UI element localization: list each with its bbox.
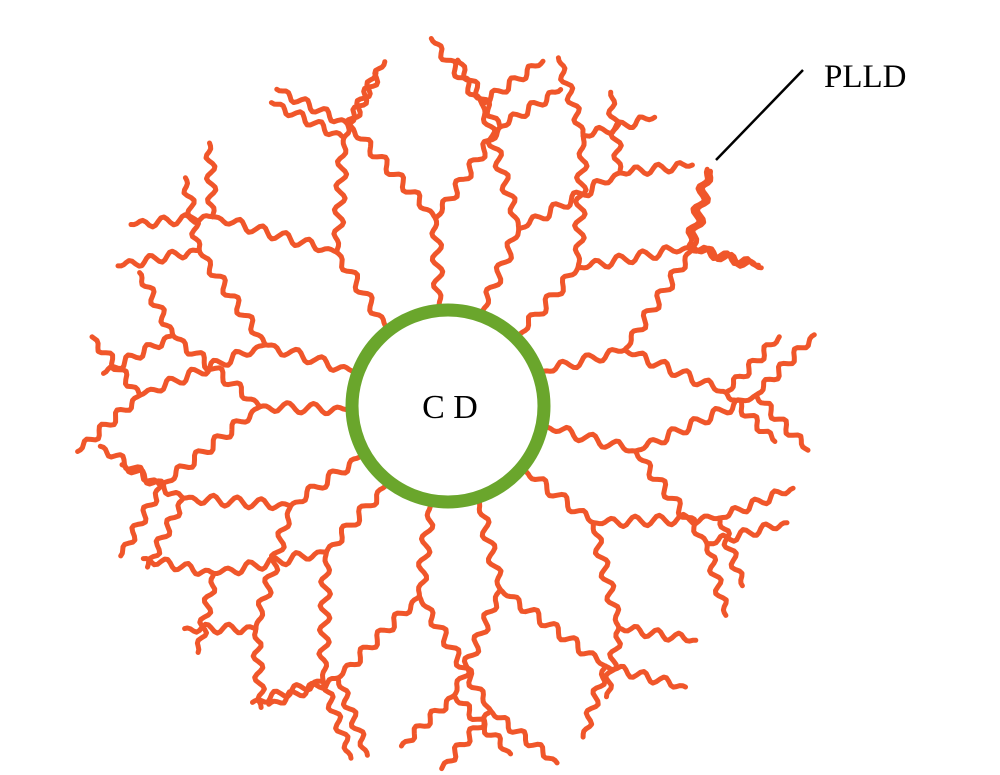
arm-1-tip-4 — [497, 87, 564, 130]
arm-9-tip-4 — [140, 556, 217, 577]
arm-11-branch-2 — [170, 332, 263, 410]
arm-1-stem — [429, 215, 446, 307]
arm-3-branch-2 — [575, 244, 691, 271]
arm-5-branch-1 — [632, 392, 759, 454]
arm-6-tip-3 — [616, 624, 699, 644]
arm-3-tip-1 — [555, 55, 586, 139]
arm-7-branch-2 — [451, 587, 503, 699]
arm-8-stem — [416, 504, 436, 599]
arm-6-tip-4 — [603, 625, 623, 700]
arm-2-branch-1 — [479, 101, 522, 232]
arm-11-stem — [257, 400, 349, 417]
arm-8-tip-1 — [488, 708, 560, 766]
cd-core-ring — [345, 303, 551, 509]
arm-7-tip-4 — [398, 693, 457, 749]
plld-arms-group — [75, 36, 817, 772]
arm-13-tip-2 — [203, 140, 219, 220]
arm-13-tip-4 — [341, 70, 379, 141]
arm-7-stem — [476, 500, 504, 592]
arm-10-branch-2 — [180, 492, 294, 512]
arm-11-tip-2 — [97, 443, 164, 489]
arm-8-branch-1 — [417, 594, 494, 714]
arm-9-tip-2 — [250, 678, 326, 705]
arm-3-stem — [517, 265, 581, 337]
arm-9-stem — [324, 483, 388, 555]
arm-12-branch-1 — [137, 342, 268, 398]
arm-4-tip-3 — [723, 334, 782, 395]
arm-4-branch-2 — [622, 347, 729, 395]
arm-1-tip-1 — [274, 86, 352, 128]
arm-6-branch-2 — [590, 520, 622, 631]
arm-5-tip-4 — [704, 541, 729, 618]
arm-7-branch-1 — [497, 587, 608, 669]
arm-4-tip-2 — [690, 245, 764, 271]
arm-2-tip-2 — [479, 58, 546, 107]
arm-4-branch-1 — [622, 245, 696, 353]
arm-8-tip-3 — [335, 675, 370, 758]
arm-10-tip-2 — [182, 621, 259, 636]
arm-11-tip-1 — [118, 483, 164, 559]
arm-5-tip-3 — [704, 520, 790, 547]
arm-9-tip-1 — [320, 678, 354, 761]
arm-2-tip-1 — [428, 36, 485, 107]
arm-12-branch-2 — [196, 248, 268, 348]
arm-6-stem — [523, 469, 596, 526]
arm-13-tip-3 — [268, 100, 347, 141]
arm-11-tip-4 — [137, 270, 176, 338]
arm-13-tip-1 — [128, 212, 216, 230]
arm-10-tip-4 — [119, 462, 186, 501]
arm-13-stem — [334, 249, 388, 329]
arm-9-tip-3 — [194, 571, 218, 655]
arm-1-branch-1 — [346, 122, 438, 221]
arm-2-stem — [480, 226, 522, 313]
arm-8-branch-2 — [335, 594, 422, 681]
arm-8-tip-2 — [439, 708, 494, 772]
arm-12-tip-3 — [115, 247, 202, 269]
arm-7-tip-2 — [580, 663, 608, 740]
plld-label: PLLD — [824, 59, 907, 95]
arm-2-tip-4 — [617, 160, 695, 177]
arm-10-tip-1 — [250, 626, 267, 710]
cd-core-label: C D — [422, 389, 478, 426]
arm-10-branch-1 — [253, 503, 294, 631]
arm-11-branch-1 — [158, 404, 263, 489]
arm-7-tip-1 — [603, 663, 688, 690]
arm-5-stem — [545, 424, 638, 454]
arm-12-stem — [262, 342, 355, 374]
arm-12-tip-1 — [75, 392, 143, 454]
arm-10-stem — [288, 454, 363, 509]
arm-3-branch-1 — [572, 133, 590, 271]
arm-1-tip-2 — [346, 59, 388, 128]
arm-6-tip-2 — [717, 515, 745, 589]
arm-2-branch-2 — [516, 170, 623, 232]
arm-13-branch-1 — [210, 214, 340, 255]
arm-10-tip-3 — [145, 495, 186, 570]
arm-5-branch-2 — [632, 448, 710, 547]
arm-13-branch-2 — [331, 135, 350, 255]
plld-leader-line — [715, 69, 804, 161]
arm-9-branch-1 — [316, 549, 333, 684]
arm-5-tip-1 — [753, 332, 817, 398]
arm-4-tip-1 — [690, 168, 714, 251]
arm-6-branch-1 — [590, 511, 723, 529]
arm-5-tip-2 — [753, 392, 811, 453]
arm-12-tip-2 — [89, 334, 143, 398]
arm-4-stem — [541, 347, 628, 374]
arm-6-tip-1 — [717, 485, 796, 521]
arm-8-tip-4 — [266, 675, 341, 707]
arm-3-tip-2 — [580, 114, 658, 139]
